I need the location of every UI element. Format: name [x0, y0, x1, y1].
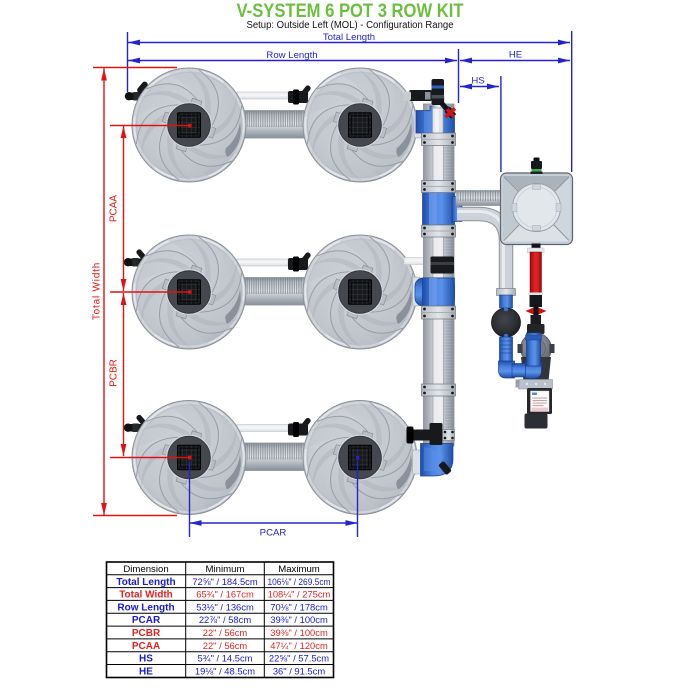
- svg-text:PCAA: PCAA: [109, 195, 120, 223]
- svg-text:19⅛" / 48.5cm: 19⅛" / 48.5cm: [195, 666, 255, 677]
- svg-text:HE: HE: [139, 667, 153, 678]
- svg-text:5¾" / 14.5cm: 5¾" / 14.5cm: [198, 653, 253, 664]
- svg-text:22⅝" / 57.5cm: 22⅝" / 57.5cm: [269, 653, 329, 664]
- svg-text:22" / 56cm: 22" / 56cm: [203, 640, 248, 651]
- svg-text:106⅛" / 269.5cm: 106⅛" / 269.5cm: [268, 576, 331, 587]
- svg-text:PCBR: PCBR: [132, 628, 161, 639]
- svg-text:39⅜" / 100cm: 39⅜" / 100cm: [270, 627, 328, 638]
- svg-text:108¼" / 275cm: 108¼" / 275cm: [268, 589, 331, 600]
- svg-text:V-SYSTEM 6 POT 3 ROW KIT: V-SYSTEM 6 POT 3 ROW KIT: [237, 1, 464, 22]
- svg-text:Total Width: Total Width: [119, 590, 173, 601]
- svg-text:Row Length: Row Length: [117, 602, 174, 613]
- svg-text:Total Length: Total Length: [323, 32, 375, 43]
- svg-text:22⅞" / 58cm: 22⅞" / 58cm: [199, 614, 252, 625]
- svg-text:HS: HS: [139, 654, 153, 665]
- svg-text:Dimension: Dimension: [123, 564, 168, 575]
- svg-text:22" / 56cm: 22" / 56cm: [203, 627, 248, 638]
- svg-text:36" / 91.5cm: 36" / 91.5cm: [273, 666, 326, 677]
- svg-text:Minimum: Minimum: [206, 564, 245, 575]
- svg-text:PCAR: PCAR: [260, 528, 287, 539]
- svg-text:53½" / 136cm: 53½" / 136cm: [196, 601, 254, 612]
- svg-text:Setup: Outside Left (MOL) - Co: Setup: Outside Left (MOL) - Configuratio…: [247, 20, 454, 31]
- svg-text:Total Width: Total Width: [92, 262, 103, 320]
- svg-text:Maximum: Maximum: [278, 564, 320, 575]
- svg-text:65¾" / 167cm: 65¾" / 167cm: [196, 589, 254, 600]
- svg-text:39⅜" / 100cm: 39⅜" / 100cm: [270, 614, 328, 625]
- svg-text:PCBR: PCBR: [109, 359, 120, 387]
- svg-text:HS: HS: [471, 76, 484, 87]
- svg-text:70⅛" / 178cm: 70⅛" / 178cm: [270, 601, 328, 612]
- svg-text:PCAR: PCAR: [132, 615, 161, 626]
- svg-text:47¼" / 120cm: 47¼" / 120cm: [270, 640, 328, 651]
- svg-text:Row Length: Row Length: [266, 50, 317, 61]
- svg-text:PCAA: PCAA: [132, 641, 160, 652]
- svg-text:HE: HE: [509, 50, 522, 61]
- svg-text:72⅝" / 184.5cm: 72⅝" / 184.5cm: [192, 576, 258, 587]
- svg-text:Total Length: Total Length: [116, 577, 175, 588]
